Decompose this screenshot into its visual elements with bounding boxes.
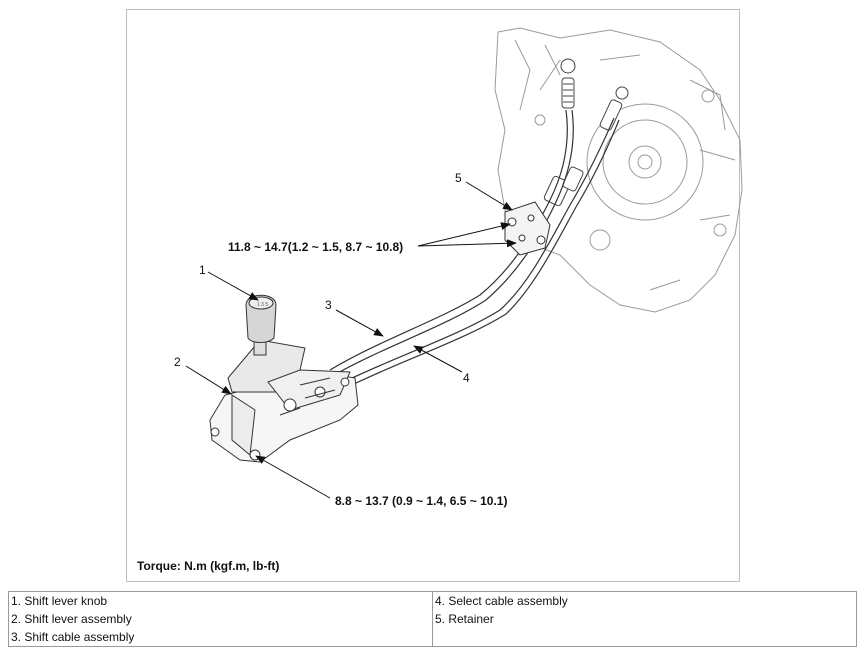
leader-arrows (185, 181, 517, 499)
callout-2: 2 (174, 355, 181, 369)
legend-item-4: 4. Select cable assembly (435, 594, 568, 608)
torque-spec-lever: 8.8 ~ 13.7 (0.9 ~ 1.4, 6.5 ~ 10.1) (335, 494, 507, 508)
leader-torque-top-b (417, 239, 517, 248)
cable-end-fittings (543, 58, 629, 207)
leader-5 (465, 181, 513, 211)
legend-item-2: 2. Shift lever assembly (11, 612, 132, 626)
transaxle-housing (494, 27, 743, 313)
legend-column-right: 4. Select cable assembly 5. Retainer (432, 591, 857, 647)
callout-5: 5 (455, 171, 462, 185)
leader-torque-bottom (255, 455, 331, 499)
callout-1: 1 (199, 263, 206, 277)
legend-column-left: 1. Shift lever knob 2. Shift lever assem… (8, 591, 433, 647)
leader-2 (185, 365, 232, 395)
legend-item-5: 5. Retainer (435, 612, 494, 626)
torque-unit-note: Torque: N.m (kgf.m, lb-ft) (137, 559, 280, 573)
leader-1 (207, 271, 259, 301)
leader-3 (335, 309, 384, 337)
shift-mechanism-diagram: 1 3 5 1 2 3 4 5 11.8 ~ 14.7(1.2 ~ 1.5, 8… (174, 27, 743, 508)
leader-torque-top-a (417, 222, 511, 247)
legend-item-3: 3. Shift cable assembly (11, 630, 135, 644)
svg-text:1 3 5: 1 3 5 (257, 302, 268, 308)
leader-4 (413, 345, 463, 373)
torque-spec-retainer: 11.8 ~ 14.7(1.2 ~ 1.5, 8.7 ~ 10.8) (228, 240, 403, 254)
shift-lever-knob: 1 3 5 (245, 294, 277, 356)
callout-3: 3 (325, 298, 332, 312)
parts-legend-table: 1. Shift lever knob 2. Shift lever assem… (8, 591, 857, 647)
shift-lever-assembly (209, 339, 359, 463)
legend-row: 1. Shift lever knob 2. Shift lever assem… (8, 591, 857, 647)
callout-4: 4 (463, 371, 470, 385)
legend-item-1: 1. Shift lever knob (11, 594, 108, 608)
